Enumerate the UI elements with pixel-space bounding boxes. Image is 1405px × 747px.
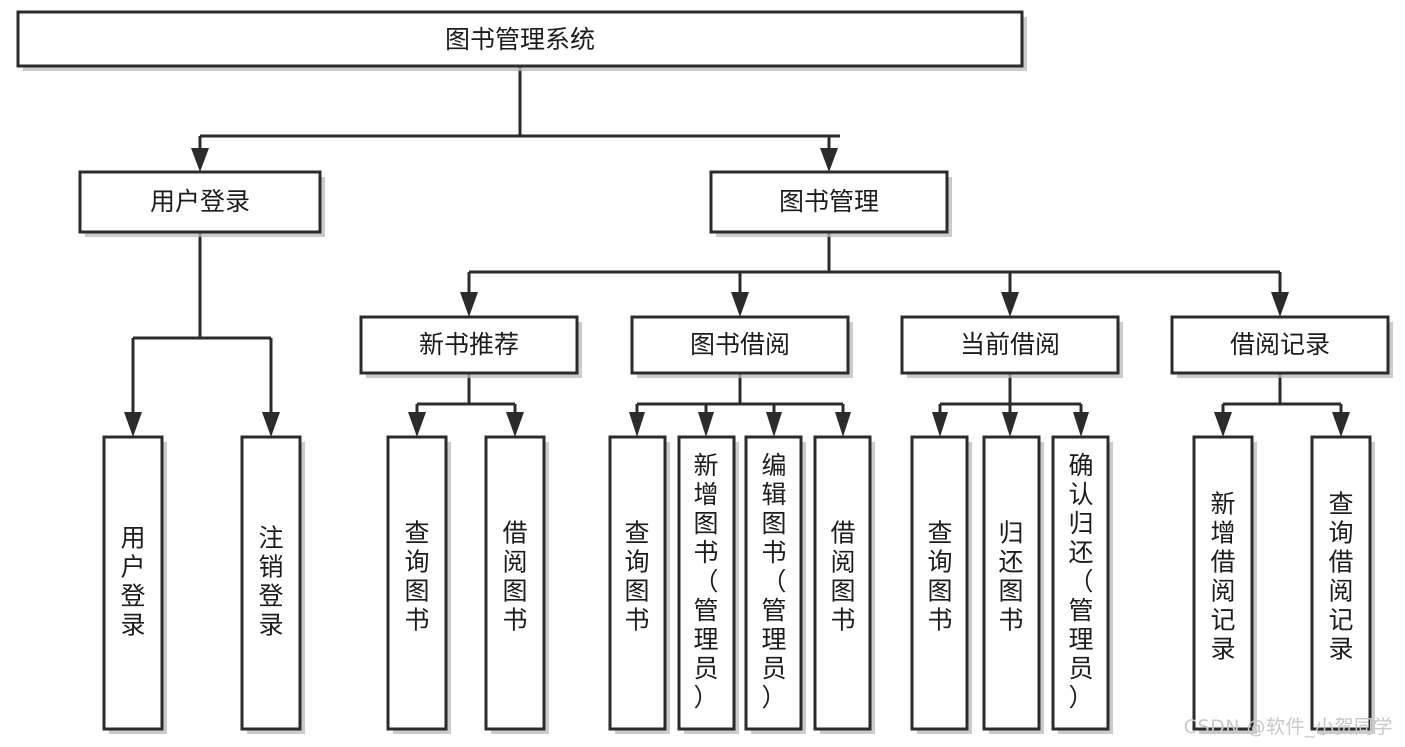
node-user-login-box[interactable] [78,170,322,234]
node-leaf-borrow-book-rec-box[interactable] [484,435,546,731]
node-current-borrow[interactable]: 当前借阅 [900,315,1123,378]
connector-userlogin-trunk [131,232,273,416]
node-leaf-query-borrow-record-label: 查询借阅记录 [1328,490,1353,664]
node-leaf-edit-book-admin-label: 编辑图书（管理员） [761,451,786,712]
csdn-watermark: CSDN @软件_小贺同学 [1183,716,1393,738]
connector-currentborrow-trunk [938,373,1083,416]
arrow-to-current-borrow [1001,292,1019,317]
node-leaf-query-book-rec-label: 查询图书 [404,519,429,635]
arrow-to-leaf-query-borrow-record [1332,412,1350,437]
node-leaf-logout-box[interactable] [240,435,302,731]
arrow-to-leaf-borrow-book-rec [506,412,524,437]
node-book-management[interactable]: 图书管理 [709,170,952,237]
node-leaf-add-borrow-record[interactable]: 新增借阅记录 [1192,435,1257,734]
node-leaf-edit-book-admin[interactable]: 编辑图书（管理员） [744,435,806,734]
node-book-management-box[interactable] [709,170,949,234]
node-leaf-add-book-admin-label: 新增图书（管理员） [693,451,718,712]
node-leaf-query-book-borrow-box[interactable] [608,435,667,731]
arrow-to-leaf-user-login [124,412,142,437]
connector-root-trunk [198,66,840,152]
node-root-label: 图书管理系统 [445,25,595,54]
connector-bookmgmt-trunk [467,232,1282,296]
node-book-management-label: 图书管理 [779,187,879,216]
arrow-to-leaf-borrow-book [835,412,851,437]
node-leaf-logout[interactable]: 注销登录 [240,435,305,734]
node-user-login-label: 用户登录 [150,187,250,216]
node-current-borrow-box[interactable] [900,315,1120,375]
node-leaf-query-book-borrow[interactable]: 查询图书 [608,435,670,734]
node-leaf-return-book[interactable]: 归还图书 [982,435,1044,734]
node-new-book-recommend-label: 新书推荐 [419,330,519,359]
node-leaf-query-book-current-label: 查询图书 [927,519,952,635]
node-leaf-confirm-return-admin[interactable]: 确认归还（管理员） [1051,435,1113,734]
node-leaf-user-login-label: 用户登录 [120,524,145,640]
node-leaf-user-login[interactable]: 用户登录 [102,435,167,734]
node-book-borrow-label: 图书借阅 [690,330,790,359]
node-root[interactable]: 图书管理系统 [16,10,1027,71]
node-leaf-query-book-rec[interactable]: 查询图书 [386,435,451,734]
node-leaf-user-login-box[interactable] [102,435,164,731]
node-borrow-records-box[interactable] [1170,315,1390,375]
node-leaf-logout-label: 注销登录 [258,524,283,640]
node-leaf-borrow-book-box[interactable] [813,435,872,731]
node-leaf-query-borrow-record-box[interactable] [1310,435,1372,731]
node-new-book-recommend-box[interactable] [359,315,579,375]
arrow-to-book-management [820,148,838,172]
arrow-to-leaf-query-book-current [932,412,948,437]
arrow-to-leaf-logout [262,412,280,437]
node-new-book-recommend[interactable]: 新书推荐 [359,315,582,378]
node-book-borrow-box[interactable] [630,315,850,375]
arrow-to-leaf-query-book-borrow [629,412,645,437]
node-leaf-confirm-return-admin-box[interactable] [1051,435,1110,731]
node-leaf-query-book-current[interactable]: 查询图书 [910,435,972,734]
node-borrow-records[interactable]: 借阅记录 [1170,315,1393,378]
arrow-to-user-login [191,148,209,172]
node-leaf-add-borrow-record-box[interactable] [1192,435,1254,731]
node-leaf-query-book-rec-box[interactable] [386,435,448,731]
arrow-to-leaf-confirm-return-admin [1073,412,1089,437]
arrow-to-leaf-add-book-admin [698,412,714,437]
connector-newbook-trunk [415,373,517,416]
node-leaf-add-book-admin-box[interactable] [677,435,736,731]
node-leaf-query-borrow-record[interactable]: 查询借阅记录 [1310,435,1375,734]
node-leaf-borrow-book-rec-label: 借阅图书 [502,519,527,635]
arrow-to-book-borrow [731,292,749,317]
arrow-to-borrow-records [1271,292,1289,317]
connector-bookborrow-trunk [635,373,845,416]
node-layer: 图书管理系统 用户登录 图书管理 新书推荐 [16,10,1393,734]
node-leaf-confirm-return-admin-label: 确认归还（管理员） [1068,451,1093,712]
node-leaf-edit-book-admin-box[interactable] [744,435,803,731]
arrow-to-leaf-add-borrow-record [1214,412,1232,437]
leaf-nodes: 用户登录 注销登录 查询图书 借阅图书 [102,435,1375,734]
arrow-to-leaf-query-book-rec [408,412,426,437]
node-leaf-add-book-admin[interactable]: 新增图书（管理员） [677,435,739,734]
node-leaf-borrow-book-rec[interactable]: 借阅图书 [484,435,549,734]
node-book-borrow[interactable]: 图书借阅 [630,315,853,378]
node-leaf-query-book-current-box[interactable] [910,435,969,731]
node-leaf-return-book-label: 归还图书 [998,519,1023,635]
node-leaf-borrow-book-label: 借阅图书 [830,519,855,635]
node-borrow-records-label: 借阅记录 [1230,330,1330,359]
node-root-box[interactable] [16,10,1024,68]
node-leaf-borrow-book[interactable]: 借阅图书 [813,435,875,734]
node-leaf-add-borrow-record-label: 新增借阅记录 [1210,490,1235,664]
arrow-to-new-book-recommend [460,292,478,317]
node-leaf-return-book-box[interactable] [982,435,1041,731]
connector-layer [124,66,1350,437]
arrow-to-leaf-edit-book-admin [766,412,782,437]
node-current-borrow-label: 当前借阅 [960,330,1060,359]
node-user-login[interactable]: 用户登录 [78,170,325,237]
node-leaf-query-book-borrow-label: 查询图书 [624,519,649,635]
arrow-to-leaf-return-book [1002,412,1018,437]
connector-borrowrecords-trunk [1221,373,1343,416]
